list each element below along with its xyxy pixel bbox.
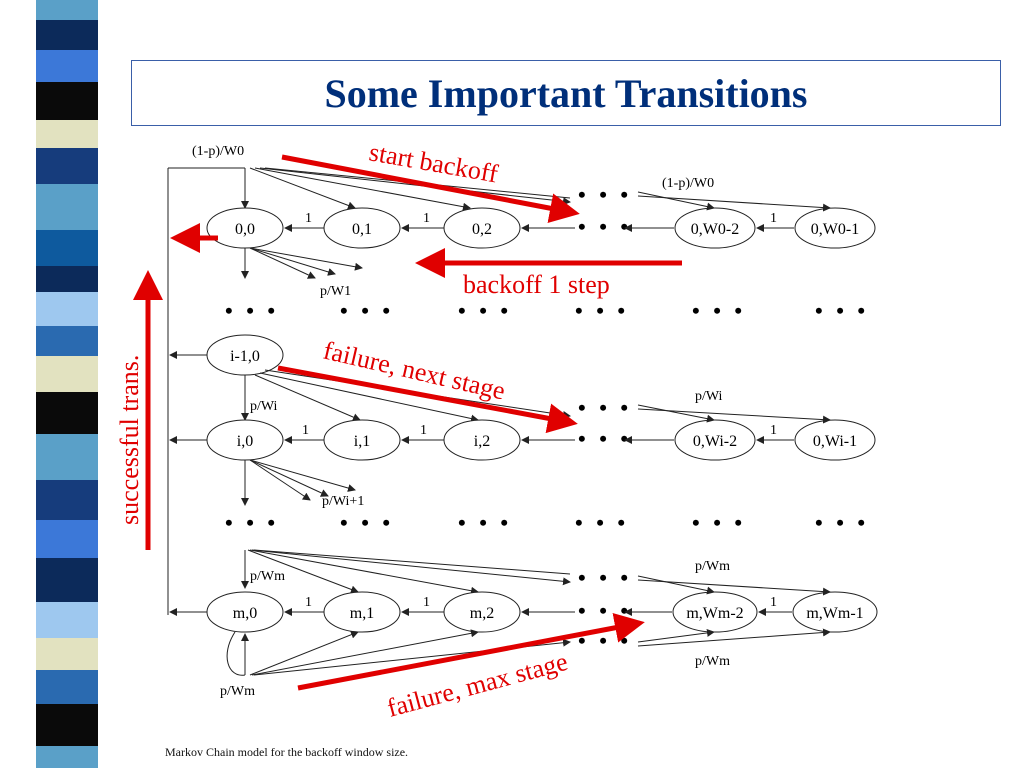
state-0-w0-1 <box>794 207 876 249</box>
svg-text:• • •: • • • <box>340 510 394 535</box>
stripe-block <box>36 120 98 148</box>
rowm-top-left-label: p/Wm <box>250 569 285 584</box>
failure-max-stage-arrow <box>297 612 645 691</box>
state-m-wm-2 <box>672 591 758 633</box>
state-m-0-label: m,0 <box>233 605 257 622</box>
svg-text:1: 1 <box>770 595 777 610</box>
state-i-wi-1 <box>794 419 876 461</box>
successful-trans-text: successful trans. <box>115 355 144 525</box>
stripe-block <box>36 230 98 266</box>
svg-text:• • •: • • • <box>815 510 869 535</box>
state-0-1-label: 0,1 <box>352 221 372 238</box>
svg-text:• • •: • • • <box>578 598 632 623</box>
transition-label: 1 <box>770 211 777 226</box>
state-0-w0-2 <box>674 207 756 249</box>
stripe-block <box>36 0 98 20</box>
state-m-wm-1 <box>792 591 878 633</box>
slide-title: Some Important Transitions <box>324 70 808 116</box>
row-i: p/Wi i,0 i,1 i,2 0,Wi-2 0,Wi-1 1 1 • • •… <box>169 369 876 509</box>
svg-text:1: 1 <box>423 595 430 610</box>
markov-chain-diagram: (1-p)/W0 0,0 0,1 0,2 0,W0-2 0,W0-1 1 1 •… <box>115 137 878 723</box>
ellipsis-row-2: • • • • • • • • • • • • • • • • • • <box>225 510 869 535</box>
state-i-wi-2 <box>674 419 756 461</box>
figure-caption: Markov Chain model for the backoff windo… <box>165 745 409 759</box>
rowm-top-right-label: p/Wm <box>695 559 730 574</box>
ellipsis-row-1: • • • • • • • • • • • • • • • • • • <box>225 298 869 323</box>
row-i-minus-1: i-1,0 <box>169 334 284 376</box>
row-m: p/Wm m,0 m,1 m,2 m,Wm-2 m,Wm-1 1 1 • • •… <box>169 549 878 699</box>
rowm-bottom-right-label: p/Wm <box>695 654 730 669</box>
stripe-block <box>36 392 98 434</box>
svg-text:• • •: • • • <box>575 298 629 323</box>
stripe-block <box>36 184 98 230</box>
svg-text:• • •: • • • <box>575 510 629 535</box>
stripe-block <box>36 602 98 638</box>
state-0-0-label: 0,0 <box>235 221 255 238</box>
state-i-1-0-label: i-1,0 <box>230 348 260 365</box>
state-i-0-label: i,0 <box>237 433 253 450</box>
svg-text:• • •: • • • <box>578 395 632 420</box>
stripe-block <box>36 292 98 326</box>
svg-text:• • •: • • • <box>692 298 746 323</box>
row0-top-left-label: (1-p)/W0 <box>192 144 244 159</box>
svg-text:• • •: • • • <box>458 510 512 535</box>
state-m-2-label: m,2 <box>470 605 494 622</box>
row0-below-label: p/W1 <box>320 284 351 299</box>
stripe-block <box>36 520 98 558</box>
transition-label: 1 <box>305 211 312 226</box>
start-backoff-arrow <box>281 154 580 223</box>
stripe-block <box>36 558 98 602</box>
state-i-1-label: i,1 <box>354 433 370 450</box>
stripe-block <box>36 82 98 120</box>
stripe-block <box>36 266 98 292</box>
rowi-top-left-label: p/Wi <box>250 399 278 414</box>
svg-text:• • •: • • • <box>340 298 394 323</box>
state-i-wi-2-label: 0,Wi-2 <box>693 433 737 450</box>
state-0-w0-2-label: 0,W0-2 <box>691 221 739 238</box>
row0-top-right-label: (1-p)/W0 <box>662 176 714 191</box>
svg-text:• • •: • • • <box>225 298 279 323</box>
row0-ellipsis-top: • • • <box>578 182 632 207</box>
rowm-bottom-left-label: p/Wm <box>220 684 255 699</box>
transition-label: 1 <box>423 211 430 226</box>
stripe-block <box>36 326 98 356</box>
stripe-block <box>36 434 98 480</box>
start-backoff-text: start backoff <box>367 137 501 188</box>
stripe-block <box>36 148 98 184</box>
svg-text:1: 1 <box>420 423 427 438</box>
svg-text:• • •: • • • <box>578 426 632 451</box>
svg-text:• • •: • • • <box>815 298 869 323</box>
stripe-block <box>36 480 98 520</box>
state-m-1-label: m,1 <box>350 605 374 622</box>
stripe-block <box>36 670 98 704</box>
title-box: Some Important Transitions <box>131 60 1001 126</box>
state-m-wm-2-label: m,Wm-2 <box>686 605 743 622</box>
svg-text:• • •: • • • <box>458 298 512 323</box>
stripe-block <box>36 746 98 768</box>
decorative-stripe <box>36 0 98 768</box>
svg-text:• • •: • • • <box>578 565 632 590</box>
svg-text:1: 1 <box>770 423 777 438</box>
state-0-2-label: 0,2 <box>472 221 492 238</box>
rowi-top-right-label: p/Wi <box>695 389 723 404</box>
svg-text:1: 1 <box>305 595 312 610</box>
svg-text:1: 1 <box>302 423 309 438</box>
stripe-block <box>36 704 98 746</box>
rowi-below-label: p/Wi+1 <box>322 494 364 509</box>
state-i-2-label: i,2 <box>474 433 490 450</box>
row0-ellipsis-mid: • • • <box>578 214 632 239</box>
backoff-1-step-text: backoff 1 step <box>463 270 610 299</box>
stripe-block <box>36 638 98 670</box>
state-m-wm-1-label: m,Wm-1 <box>806 605 863 622</box>
failure-next-stage-arrow <box>277 365 578 434</box>
stripe-block <box>36 20 98 50</box>
state-i-wi-1-label: 0,Wi-1 <box>813 433 857 450</box>
svg-text:• • •: • • • <box>225 510 279 535</box>
svg-text:• • •: • • • <box>692 510 746 535</box>
stripe-block <box>36 50 98 82</box>
stripe-block <box>36 356 98 392</box>
state-0-w0-1-label: 0,W0-1 <box>811 221 859 238</box>
